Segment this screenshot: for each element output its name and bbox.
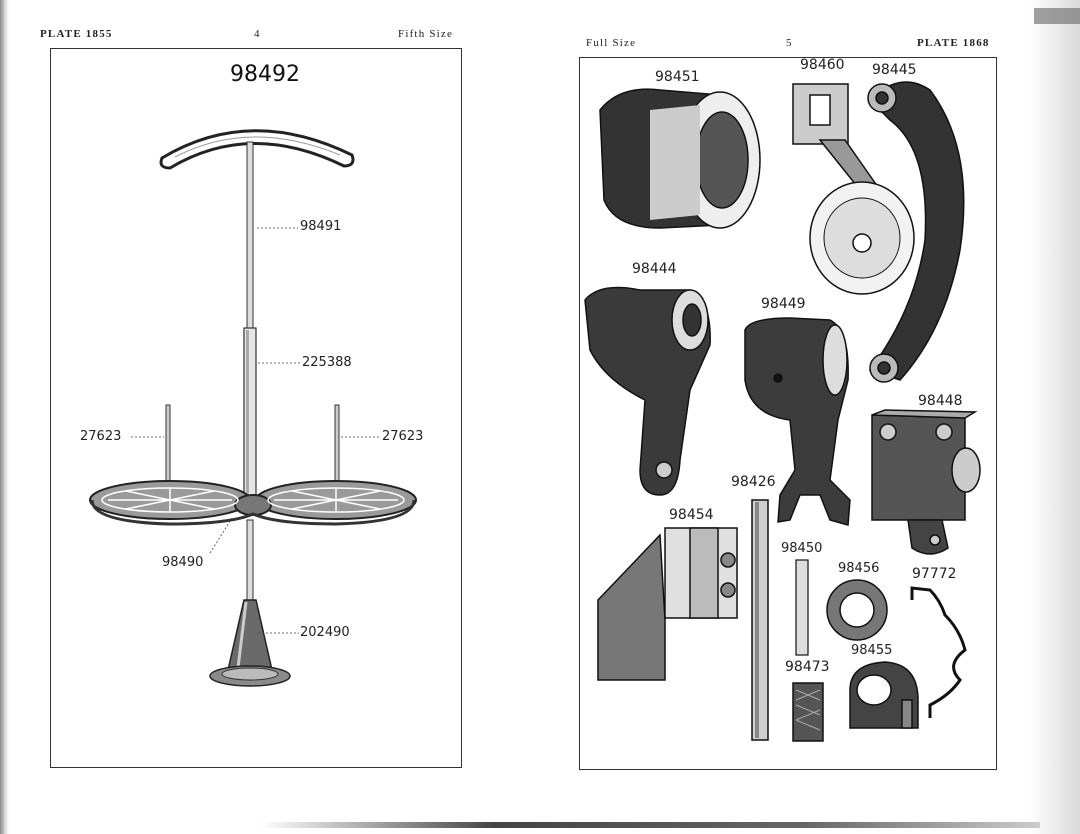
part-98448 xyxy=(871,409,981,555)
part-98451 xyxy=(599,88,761,229)
label-tube: 225388 xyxy=(302,355,352,370)
label-98473: 98473 xyxy=(785,659,830,675)
left-plate-number: PLATE 1855 xyxy=(40,28,113,40)
part-98445 xyxy=(867,81,965,383)
part-98456 xyxy=(826,579,888,641)
label-98456: 98456 xyxy=(838,561,880,576)
label-98448: 98448 xyxy=(918,393,963,409)
part-97772 xyxy=(910,586,967,718)
part-98444 xyxy=(584,286,711,496)
label-98450: 98450 xyxy=(781,541,823,556)
part-98460 xyxy=(792,83,915,295)
right-corner-smudge xyxy=(1034,8,1080,24)
left-page-number: 4 xyxy=(254,28,261,40)
part-98449 xyxy=(744,317,851,526)
right-plate-number: PLATE 1868 xyxy=(917,37,990,49)
label-98445: 98445 xyxy=(872,62,917,78)
part-98454 xyxy=(597,527,738,681)
label-97772: 97772 xyxy=(912,566,957,582)
left-scale-label: Fifth Size xyxy=(398,28,454,40)
part-98426 xyxy=(751,499,769,741)
label-98426: 98426 xyxy=(731,474,776,490)
label-98444: 98444 xyxy=(632,261,677,277)
left-scan-edge xyxy=(0,0,9,834)
bottom-scan-edge xyxy=(260,822,1040,828)
label-98454: 98454 xyxy=(669,507,714,523)
part-98450 xyxy=(795,559,809,656)
label-base: 202490 xyxy=(300,625,350,640)
part-number-title: 98492 xyxy=(230,62,300,87)
label-plate: 98490 xyxy=(162,555,204,570)
label-rod: 98491 xyxy=(300,219,342,234)
label-98451: 98451 xyxy=(655,69,700,85)
label-pin-right: 27623 xyxy=(382,429,424,444)
right-scale-label: Full Size xyxy=(586,37,637,49)
stand-handle xyxy=(159,129,355,170)
label-pin-left: 27623 xyxy=(80,429,122,444)
label-98455: 98455 xyxy=(851,643,893,658)
right-scan-edge xyxy=(1030,0,1080,834)
part-98473 xyxy=(792,682,824,742)
right-page-number: 5 xyxy=(786,37,793,49)
label-98449: 98449 xyxy=(761,296,806,312)
part-98455 xyxy=(849,661,919,729)
label-98460: 98460 xyxy=(800,57,845,73)
